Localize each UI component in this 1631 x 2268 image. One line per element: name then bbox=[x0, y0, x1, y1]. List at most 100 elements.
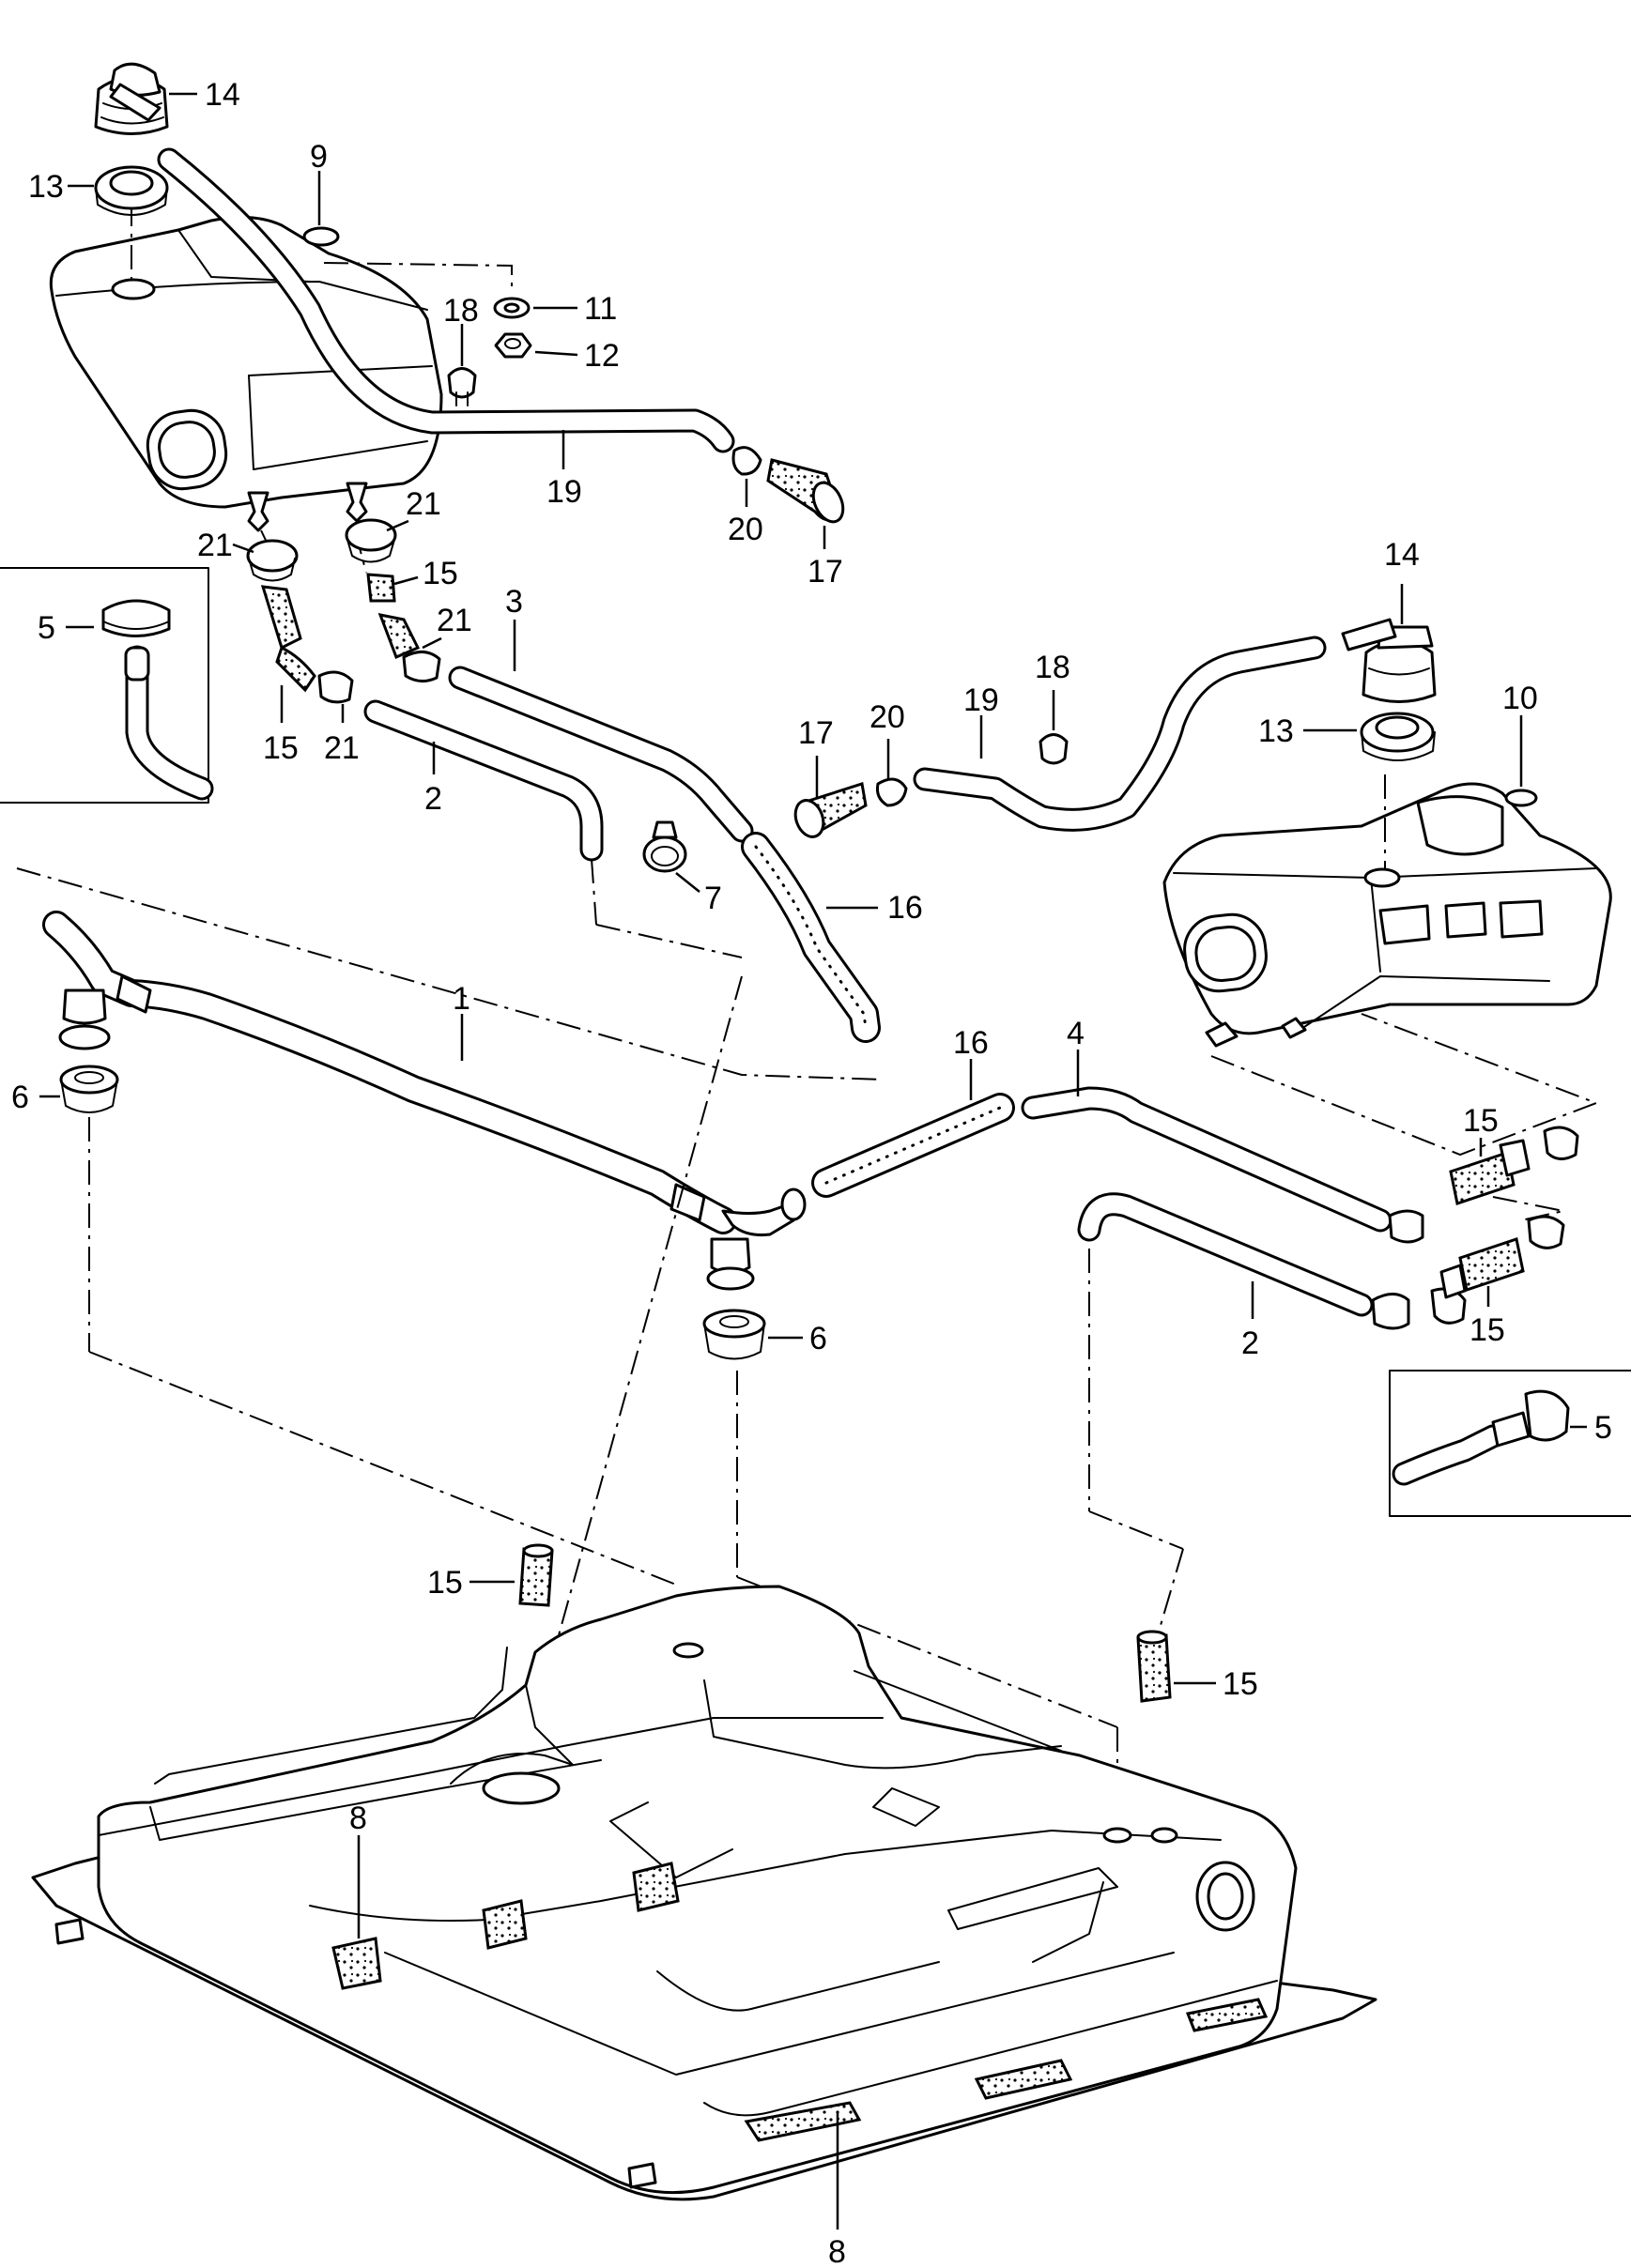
grommet-6-left-upper bbox=[58, 988, 111, 1050]
hose-clamp-18-right bbox=[1039, 733, 1069, 765]
callout-9: 9 bbox=[310, 139, 328, 225]
callout-15-f-label: 15 bbox=[1223, 1666, 1258, 1702]
vent-hose-left bbox=[157, 147, 735, 453]
filter-17-right bbox=[793, 782, 868, 838]
seal-ring-right bbox=[1360, 712, 1436, 761]
callout-14-upper-left-label: 14 bbox=[205, 77, 240, 113]
hose-16-upper bbox=[741, 832, 881, 1043]
callout-21-c: 21 bbox=[422, 603, 472, 650]
callout-16-upper: 16 bbox=[826, 890, 923, 926]
callout-2-right-label: 2 bbox=[1241, 1326, 1259, 1361]
callout-19-left-label: 19 bbox=[546, 474, 582, 510]
vent-hose-right bbox=[913, 636, 1327, 832]
callout-3: 3 bbox=[505, 584, 523, 671]
callout-10: 10 bbox=[1502, 681, 1538, 787]
callout-6-upper-left: 6 bbox=[11, 1080, 60, 1115]
seal-ring-left bbox=[94, 165, 169, 216]
callout-5-right-label: 5 bbox=[1594, 1410, 1612, 1446]
callout-2-left-label: 2 bbox=[424, 781, 442, 817]
callout-16-lower: 16 bbox=[953, 1025, 989, 1100]
hose-16-lower bbox=[811, 1093, 1015, 1198]
callout-13-right: 13 bbox=[1258, 713, 1357, 749]
clamp-20-left bbox=[731, 446, 762, 476]
callout-17-right-label: 17 bbox=[798, 715, 834, 751]
callout-5-left-label: 5 bbox=[38, 610, 55, 646]
callout-15-b-label: 15 bbox=[263, 730, 299, 766]
callout-14-upper-left: 14 bbox=[169, 77, 240, 113]
callout-14-right: 14 bbox=[1384, 537, 1420, 624]
callout-18-left: 18 bbox=[443, 293, 479, 366]
callout-10-label: 10 bbox=[1502, 681, 1538, 716]
callout-17-right: 17 bbox=[798, 715, 834, 798]
callout-13-right-label: 13 bbox=[1258, 713, 1294, 749]
inset-box-left bbox=[0, 567, 214, 804]
callout-15-d-label: 15 bbox=[1469, 1312, 1505, 1348]
callout-9-label: 9 bbox=[310, 139, 328, 175]
callout-17-left: 17 bbox=[808, 526, 843, 590]
callout-18-right: 18 bbox=[1035, 650, 1070, 730]
callout-21-d: 21 bbox=[324, 704, 360, 766]
callout-7: 7 bbox=[675, 872, 722, 916]
filler-cap-left bbox=[94, 62, 169, 135]
callout-2-right: 2 bbox=[1241, 1281, 1259, 1361]
callout-20-left-label: 20 bbox=[728, 512, 763, 547]
fitting-15-lower-left bbox=[518, 1543, 554, 1607]
hose-clamp-18-left bbox=[447, 367, 477, 406]
callout-16-upper-label: 16 bbox=[887, 890, 923, 926]
callout-11-label: 11 bbox=[584, 291, 617, 327]
filler-cap-right bbox=[1341, 618, 1437, 703]
fitting-15-lower-right bbox=[1136, 1630, 1172, 1703]
clamp-20-right bbox=[876, 777, 908, 807]
callout-12-label: 12 bbox=[584, 338, 620, 374]
callout-21-d-label: 21 bbox=[324, 730, 360, 766]
callout-1: 1 bbox=[453, 981, 470, 1061]
callout-4: 4 bbox=[1067, 1016, 1085, 1096]
callout-21-a-label: 21 bbox=[406, 486, 441, 522]
callout-20-right-label: 20 bbox=[869, 699, 905, 735]
callout-4-label: 4 bbox=[1067, 1016, 1085, 1051]
hose-3 bbox=[448, 666, 754, 843]
hose-2-left bbox=[363, 699, 604, 862]
callout-15-d: 15 bbox=[1469, 1286, 1505, 1348]
callout-18-left-label: 18 bbox=[443, 293, 479, 329]
callout-6-upper-left-label: 6 bbox=[11, 1080, 29, 1115]
expansion-tank-right bbox=[1162, 782, 1612, 1048]
fittings-left bbox=[246, 518, 441, 704]
inset-box-right bbox=[1389, 1370, 1631, 1517]
callout-21-a: 21 bbox=[386, 486, 441, 532]
callout-1-label: 1 bbox=[453, 981, 470, 1017]
callout-16-lower-label: 16 bbox=[953, 1025, 989, 1061]
grommet-6-center bbox=[702, 1237, 766, 1360]
callout-11: 11 bbox=[533, 291, 617, 327]
callout-21-c-label: 21 bbox=[437, 603, 472, 638]
washer-11 bbox=[493, 297, 531, 319]
callout-13-upper-left-label: 13 bbox=[28, 169, 64, 205]
callout-21-b-label: 21 bbox=[197, 528, 233, 563]
fittings-right bbox=[1439, 1126, 1579, 1299]
callout-15-a: 15 bbox=[393, 556, 458, 591]
clamp-7 bbox=[642, 820, 687, 873]
callout-14-right-label: 14 bbox=[1384, 537, 1420, 573]
hose-4 bbox=[1021, 1086, 1424, 1244]
nut-12 bbox=[494, 332, 532, 359]
callout-8-upper: 8 bbox=[349, 1801, 367, 1939]
callout-8-lower-label: 8 bbox=[828, 2234, 846, 2268]
callout-15-b: 15 bbox=[263, 685, 299, 766]
filter-17-left bbox=[766, 458, 845, 524]
callout-13-upper-left: 13 bbox=[28, 169, 94, 205]
callout-15-a-label: 15 bbox=[423, 556, 458, 591]
callout-15-e: 15 bbox=[427, 1565, 515, 1601]
callouts: 14 13 9 18 11 12 19 20 17 21 21 15 21 15… bbox=[11, 77, 1612, 2268]
grommet-6-left-lower bbox=[59, 1065, 119, 1113]
callout-20-right: 20 bbox=[869, 699, 905, 779]
callout-15-c: 15 bbox=[1463, 1103, 1499, 1157]
callout-8-lower: 8 bbox=[828, 2112, 846, 2268]
callout-6-center-label: 6 bbox=[809, 1321, 827, 1356]
hose-1-main bbox=[42, 911, 807, 1236]
callout-18-right-label: 18 bbox=[1035, 650, 1070, 685]
expansion-tank-left bbox=[16, 202, 884, 1080]
callout-8-upper-label: 8 bbox=[349, 1801, 367, 1836]
callout-20-left: 20 bbox=[728, 479, 763, 547]
callout-19-right: 19 bbox=[963, 682, 999, 759]
